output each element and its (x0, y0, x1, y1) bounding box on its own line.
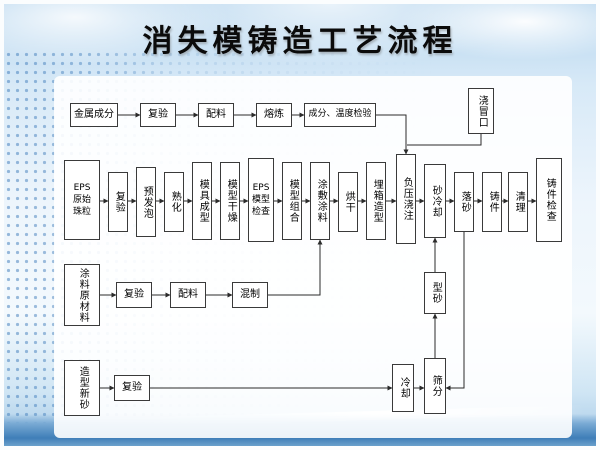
node-apply-coating: 涂敷涂料 (310, 162, 330, 240)
node-pattern-assembly: 模型组合 (282, 162, 302, 240)
flowchart-connectors (100, 112, 537, 391)
node-baking: 烘干 (338, 172, 358, 232)
connector-lines (100, 112, 537, 391)
slide-title: 消失模铸造工艺流程 (142, 24, 458, 59)
node-cleaning: 清理 (508, 172, 528, 232)
node-sand-screening: 筛分 (424, 358, 446, 414)
node-casting-inspection: 铸件检查 (536, 158, 562, 242)
node-gating-riser: 浇冒口 (468, 88, 494, 134)
node-casting: 铸件 (482, 172, 502, 232)
node-sand-cooling-bottom: 冷却 (392, 364, 414, 412)
node-box-molding: 埋箱造型 (366, 162, 386, 240)
node-pre-foaming: 预发泡 (136, 167, 156, 237)
node-coating-mixing: 混制 (232, 282, 268, 308)
node-coating-raw-material: 涂料原材料 (64, 264, 100, 326)
node-new-molding-sand: 造型新砂 (64, 360, 100, 416)
node-coating-recheck: 复验 (116, 282, 152, 308)
node-molding-sand: 型砂 (424, 272, 446, 314)
node-shakeout: 落砂 (454, 172, 474, 232)
node-coating-batching: 配料 (170, 282, 206, 308)
node-composition-temperature-inspection: 成分、温度检验 (304, 103, 376, 127)
node-sand-recheck: 复验 (114, 375, 150, 401)
node-pattern-drying: 模型干燥 (220, 162, 240, 240)
node-sand-cooling: 砂冷却 (424, 164, 446, 238)
node-mold-forming: 模具成型 (192, 162, 212, 240)
node-metal-batching: 配料 (198, 103, 234, 127)
node-vacuum-pouring: 负压浇注 (396, 154, 416, 244)
node-eps-recheck: 复验 (108, 172, 128, 232)
node-eps-pattern-check: EPS 模型 检查 (248, 158, 274, 242)
node-aging: 熟化 (164, 172, 184, 232)
node-eps-raw-beads: EPS 原始 珠粒 (64, 160, 100, 240)
node-metal-recheck: 复验 (140, 103, 176, 127)
node-melting: 熔炼 (256, 103, 292, 127)
node-metal-composition: 金属成分 (70, 103, 118, 127)
